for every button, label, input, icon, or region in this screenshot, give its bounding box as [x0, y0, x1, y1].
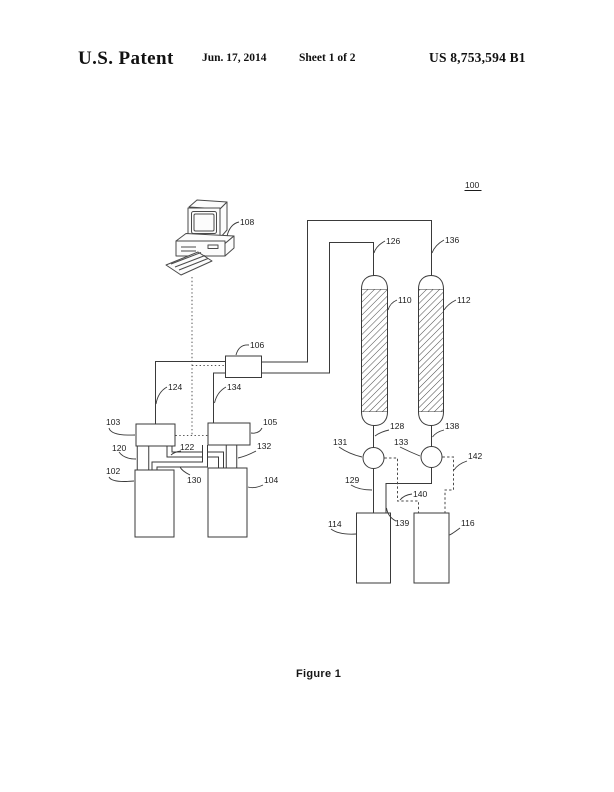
keyboard-key-row	[174, 255, 206, 268]
leader-lines	[108, 221, 468, 536]
ref-label-140: 140	[413, 489, 427, 499]
ref-label-130: 130	[187, 475, 201, 485]
ref-label-132: 132	[257, 441, 271, 451]
pipe-140-dashed	[384, 457, 419, 513]
leader-128	[374, 429, 390, 437]
column-112-top-dome	[418, 274, 444, 290]
leader-130	[179, 466, 191, 476]
leader-140	[399, 493, 413, 501]
case-drive-slot	[207, 244, 219, 249]
patent-header-title: U.S. Patent	[78, 48, 174, 69]
keyboard-key-row	[170, 252, 202, 265]
leader-142	[453, 460, 468, 471]
ref-label-103: 103	[106, 417, 120, 427]
ref-label-108: 108	[240, 217, 254, 227]
leader-131	[338, 446, 363, 458]
ref-label-100: 100	[465, 180, 479, 190]
leader-114	[330, 528, 357, 535]
figure-caption: Figure 1	[296, 668, 342, 680]
pipe-139	[385, 467, 432, 513]
conduits-double-line	[136, 444, 238, 471]
keyboard-key-row	[178, 258, 209, 271]
reference-labels: 100 108 126 136 110 112 106 124 134 103 …	[106, 180, 482, 529]
column-112	[418, 274, 444, 427]
ref-label-105: 105	[263, 417, 277, 427]
ref-label-106: 106	[250, 340, 264, 350]
column-112-body	[418, 288, 444, 413]
ref-label-139: 139	[395, 518, 409, 528]
leader-120	[118, 451, 137, 460]
ref-label-116: 116	[461, 518, 475, 528]
pipe-126	[261, 242, 374, 374]
ref-label-102: 102	[106, 466, 120, 476]
leader-139	[386, 507, 397, 522]
leader-112	[443, 299, 457, 311]
leader-106	[235, 344, 250, 356]
pump-131	[362, 447, 385, 469]
leader-124	[155, 386, 168, 405]
ref-label-134: 134	[227, 382, 241, 392]
ref-label-110: 110	[398, 295, 412, 305]
ref-label-120: 120	[112, 443, 126, 453]
leader-116	[449, 527, 461, 536]
box-103	[135, 423, 176, 447]
pipe-142-dashed	[442, 456, 454, 513]
tank-102	[134, 469, 175, 538]
patent-header-date: Jun. 17, 2014	[202, 52, 267, 64]
ref-label-104: 104	[264, 475, 278, 485]
column-110-top-dome	[361, 274, 388, 290]
patent-header-sheet: Sheet 1 of 2	[299, 52, 356, 64]
ref-label-128: 128	[390, 421, 404, 431]
pipe-134	[213, 372, 226, 423]
leader-129	[350, 484, 373, 491]
ref-label-122: 122	[180, 442, 194, 452]
leader-108	[226, 221, 240, 237]
ref-label-133: 133	[394, 437, 408, 447]
column-110-body	[361, 288, 388, 413]
leader-122	[170, 450, 182, 456]
pipe-136	[261, 220, 432, 363]
leader-102	[108, 476, 135, 482]
leader-132	[237, 450, 257, 459]
monitor-side-face	[219, 201, 228, 239]
piping-dashed	[384, 456, 454, 513]
box-105	[207, 422, 251, 446]
ref-label-131: 131	[333, 437, 347, 447]
piping-solid	[155, 220, 432, 513]
ref-label-142: 142	[468, 451, 482, 461]
controller-box-106	[225, 355, 262, 378]
ref-label-126: 126	[386, 236, 400, 246]
monitor-screen	[193, 213, 215, 232]
ref-label-138: 138	[445, 421, 459, 431]
patent-header-number: US 8,753,594 B1	[429, 50, 526, 65]
column-110-bottom-dome	[361, 411, 388, 427]
ref-label-114: 114	[328, 519, 342, 529]
leader-105	[250, 427, 263, 434]
vessels	[134, 355, 450, 584]
leader-133	[399, 446, 421, 457]
conduit-130-inner	[152, 444, 207, 471]
computer-icon	[165, 199, 235, 276]
control-lines-dotted	[175, 277, 226, 436]
conduit-122-inner	[167, 445, 223, 469]
pump-133	[420, 446, 443, 468]
leader-134	[214, 386, 227, 404]
leader-104	[247, 484, 264, 489]
tank-114	[356, 512, 391, 584]
ref-label-129: 129	[345, 475, 359, 485]
column-110	[361, 274, 388, 427]
leader-103	[108, 427, 136, 436]
leader-110	[387, 299, 398, 311]
leader-136	[431, 239, 445, 254]
pipe-124	[155, 361, 226, 424]
leader-138	[432, 429, 445, 438]
tank-116	[413, 512, 450, 584]
tank-104	[207, 467, 248, 538]
column-112-bottom-dome	[418, 411, 444, 427]
ref-label-136: 136	[445, 235, 459, 245]
ref-label-124: 124	[168, 382, 182, 392]
ref-label-112: 112	[457, 295, 471, 305]
leader-126	[373, 240, 386, 254]
